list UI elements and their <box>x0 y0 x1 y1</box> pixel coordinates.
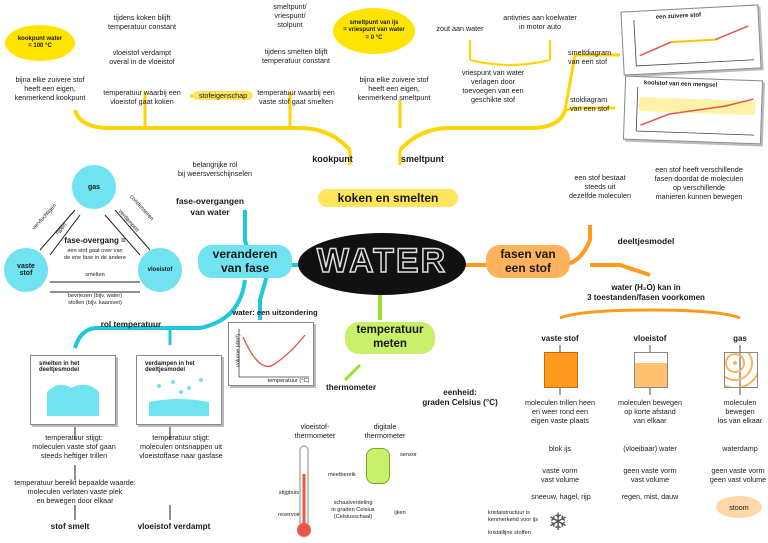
stoldiagram: stoldiagram van een stof <box>570 95 610 113</box>
verdampen-model-card: verdampen in het deeltjesmodel <box>136 355 222 425</box>
kristal: kristalstructuur is kenmerkend voor ijs <box>488 510 539 523</box>
sensor-label: sensor <box>400 452 417 458</box>
branch-koken: koken en smelten <box>318 189 458 207</box>
blok-ijs: blok ijs <box>549 444 571 453</box>
tijdens-smelten: tijdens smelten blijft temperatuur const… <box>262 47 330 65</box>
stijgt-vast: temperatuur stijgt: moleculen vaste stof… <box>32 433 116 460</box>
label-bevriezen: bevriezen (bijv. water) stollen (bijv. k… <box>67 293 123 306</box>
temp-koken: temperatuur waarbij een vloeistof gaat k… <box>103 88 181 106</box>
bijna-smeltpunt: bijna elke zuivere stof heeft een eigen,… <box>357 75 431 102</box>
bijna-kookpunt: bijna elke zuivere stof heeft een eigen,… <box>14 75 86 102</box>
stijgt-vloei: temperatuur stijgt: moleculen ontsnappen… <box>139 433 223 460</box>
fase-overgang-desc: een stof gaat over van de ene fase in de… <box>64 248 126 261</box>
vast-desc: moleculen trillen heen en weer rond een … <box>525 398 595 425</box>
snowflake-icon: ❄ <box>548 509 569 536</box>
stoldiagram-card: koolstof van een mengsel <box>622 75 764 145</box>
phase-gas: gas <box>72 165 116 209</box>
smeltdiagram-card: een zuivere stof <box>620 4 762 76</box>
meetbereik-label: meetbereik <box>328 472 356 478</box>
eenheid-label: eenheid: graden Celsius (°C) <box>422 388 498 408</box>
vloeibaar-water: (vloeibaar) water <box>623 444 677 453</box>
kookpunt-label: kookpunt <box>312 154 353 164</box>
temp-smelten: temperatuur waarbij een vaste stof gaat … <box>257 88 335 106</box>
waterdamp: waterdamp <box>722 444 758 453</box>
gas-desc: moleculen bewegen los van elkaar <box>717 398 763 425</box>
antivries: antivries aan koelwater in motor auto <box>503 13 577 31</box>
belangrijke-rol: belangrijke rol bij weersverschijnselen <box>178 160 252 178</box>
sneeuw: sneeuw, hagel, rijp <box>531 492 591 501</box>
kristallijne: kristallijne stoffen <box>488 530 531 536</box>
rol-temperatuur: rol temperatuur <box>100 320 162 329</box>
reservoir-label: reservoir <box>278 512 300 518</box>
schaalverdeling-label: schaalverdeling in graden Celsius (Celsi… <box>331 500 375 520</box>
fase-gas: gas <box>733 334 747 343</box>
vloeistof-thermometer: vloeistof- thermometer <box>294 422 336 440</box>
fase-vloeistof: vloeistof <box>633 334 667 343</box>
vloeistof-verdampt: vloeistof verdampt <box>137 522 211 531</box>
smelten-model-title: smelten in het deeltjesmodel <box>39 361 80 373</box>
vriespunt-verlagen: vriespunt van water verlagen door toevoe… <box>461 68 525 104</box>
fasen-verschillende: een stof heeft verschillende fasen doord… <box>654 165 744 201</box>
stijgbuis-label: stijgbuis <box>278 490 300 496</box>
vloeistof-glass <box>634 352 668 388</box>
digitale-thermometer-device <box>366 448 390 484</box>
smeltpunt-vriespunt: smeltpunt/ vriespunt/ stolpunt <box>273 2 307 29</box>
vaste-stof-cube <box>544 352 578 388</box>
temperatuur-bereikt: temperatuur bereikt bepaalde waarde: mol… <box>14 478 136 505</box>
temp-axis-label: temperatuur (°C) <box>267 378 310 384</box>
phase-vloeistof: vloeistof <box>138 248 182 292</box>
branch-fasen: fasen van een stof <box>486 245 570 278</box>
stoom: stoom <box>729 503 749 512</box>
fase-overgangen: fase-overgangen van water <box>175 196 245 217</box>
water-uitzondering: water: een uitzondering <box>232 308 318 317</box>
center-title: WATER <box>316 241 448 281</box>
ijken-label: ijken <box>394 510 406 516</box>
smeltdiagram: smeltdiagram van een stof <box>568 48 612 66</box>
stoom-blob <box>716 496 762 518</box>
zout-aan-water: zout aan water <box>436 24 484 33</box>
bubble-kookpunt: kookpunt water = 100 °C <box>5 25 75 61</box>
phase-vaste-stof: vaste stof <box>4 248 48 292</box>
bubble-smeltpunt: smeltpunt van ijs = vriespunt van water … <box>333 8 415 54</box>
verdampen-model-title: verdampen in het deeltjesmodel <box>145 361 195 373</box>
vloeistof-verdampt-overal: vloeistof verdampt overal in de vloeisto… <box>109 48 175 66</box>
drie-fasen: water (H₂O) kan in 3 toestanden/fasen vo… <box>587 283 705 302</box>
stof-smelt: stof smelt <box>50 522 90 531</box>
deeltjesmodel: deeltjesmodel <box>617 236 675 246</box>
uitzondering-chart: volume (dm³) temperatuur (°C) <box>228 322 314 386</box>
fasen-bestaat: een stof bestaat steeds uit dezelfde mol… <box>569 173 631 200</box>
label-smelten: smelten <box>85 272 105 278</box>
regen: regen, mist, dauw <box>621 492 679 501</box>
vloei-desc: moleculen bewegen op korte afstand van e… <box>618 398 682 425</box>
digitale-thermometer: digitale thermometer <box>364 422 406 440</box>
fase-vaste-stof: vaste stof <box>541 334 579 343</box>
volume-axis-label: volume (dm³) <box>235 334 242 367</box>
center-cloud <box>298 233 466 295</box>
branch-temperatuur: temperatuur meten <box>345 322 435 354</box>
smelten-model-card: smelten in het deeltjesmodel <box>30 355 116 425</box>
vast-vorm: vaste vorm vast volume <box>540 466 580 484</box>
gas-vorm: geen vaste vorm geen vast volume <box>709 466 767 484</box>
thermometer-label: thermometer <box>325 383 377 392</box>
fase-overgang-def: fase-overgang = <box>64 236 126 245</box>
branch-veranderen: veranderen van fase <box>198 245 292 278</box>
tijdens-koken: tijdens koken blijft temperatuur constan… <box>108 13 176 31</box>
smeltpunt-label: smeltpunt <box>400 154 444 164</box>
stofeigenschap: stofeigenschap <box>193 91 253 100</box>
vloei-vorm: geen vaste vorm vast volume <box>623 466 677 484</box>
gas-glass <box>724 352 758 388</box>
vloeistof-thermometer-drawing <box>297 445 311 537</box>
